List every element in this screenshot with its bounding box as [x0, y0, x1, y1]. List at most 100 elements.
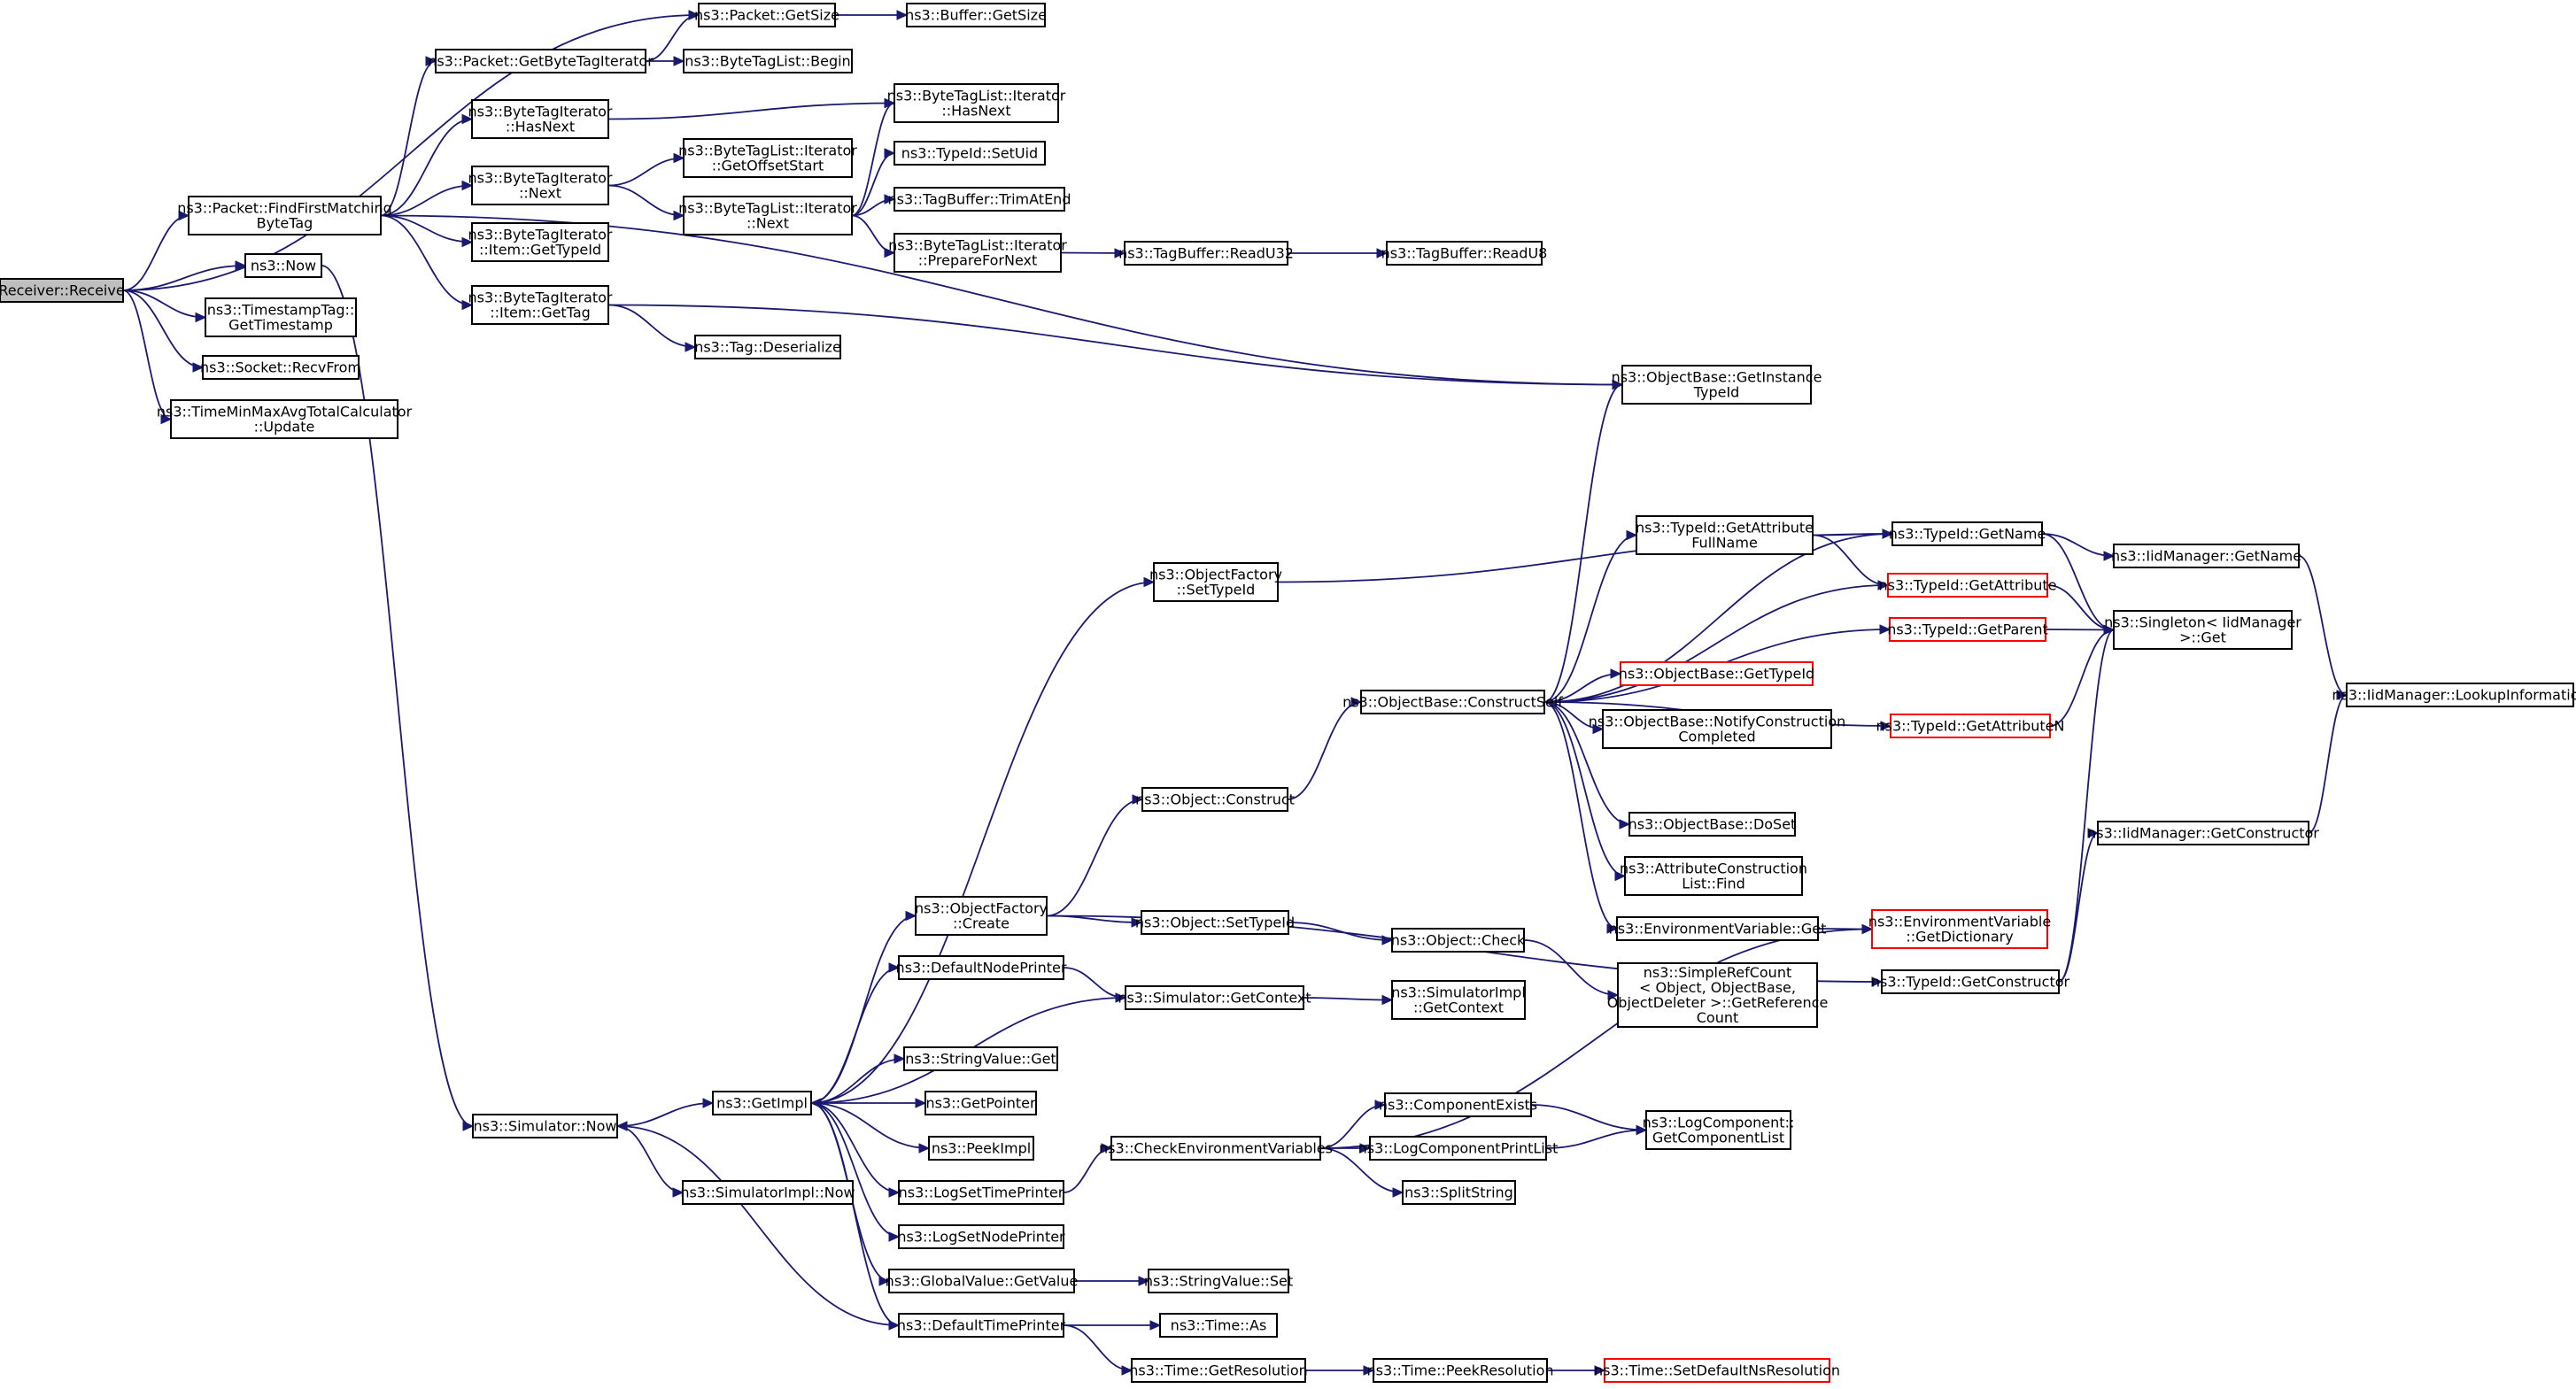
- node-box: [1636, 515, 1814, 555]
- edge-readu32-to-readu8: [1287, 248, 1389, 259]
- node-obj-construct[interactable]: ns3::Object::Construct: [1135, 787, 1295, 812]
- node-label: Completed: [1678, 729, 1755, 745]
- node-tmmatc[interactable]: ns3::TimeMinMaxAvgTotalCalculator::Updat…: [157, 399, 413, 439]
- node-box: [1141, 787, 1288, 812]
- node-btli-prepare[interactable]: ns3::ByteTagList::Iterator::PrepareForNe…: [888, 233, 1067, 273]
- node-iid-lookup[interactable]: ns3::IidManager::LookupInformation: [2332, 683, 2576, 707]
- node-typeid-getparent[interactable]: ns3::TypeId::GetParent: [1887, 617, 2048, 642]
- node-of-create[interactable]: ns3::ObjectFactory::Create: [915, 896, 1048, 936]
- node-bti-hasnext[interactable]: ns3::ByteTagIterator::HasNext: [468, 99, 613, 139]
- node-readu32[interactable]: ns3::TagBuffer::ReadU32: [1118, 241, 1294, 266]
- node-checkenv[interactable]: ns3::CheckEnvironmentVariables: [1099, 1136, 1333, 1161]
- node-buffer-getsize[interactable]: ns3::Buffer::GetSize: [905, 3, 1047, 27]
- node-stringvalue-get[interactable]: ns3::StringValue::Get: [903, 1046, 1058, 1071]
- node-btli-next[interactable]: ns3::ByteTagList::Iterator::Next: [678, 196, 857, 235]
- edge-line: [1543, 533, 1893, 703]
- node-logsettimeprinter[interactable]: ns3::LogSetTimePrinter: [898, 1180, 1064, 1205]
- node-bti-item-gettypeid[interactable]: ns3::ByteTagIterator::Item::GetTypeId: [468, 222, 613, 262]
- node-srefcount[interactable]: ns3::SimpleRefCount< Object, ObjectBase,…: [1607, 962, 1829, 1028]
- node-typeid-getname[interactable]: ns3::TypeId::GetName: [1889, 521, 2046, 546]
- node-label: ns3::TypeId::GetAttributeN: [1876, 718, 2065, 735]
- node-label: ObjectDeleter >::GetReference: [1607, 994, 1829, 1011]
- arrowhead: [178, 210, 190, 221]
- node-obj-check[interactable]: ns3::Object::Check: [1391, 928, 1526, 953]
- node-obj-settypeid[interactable]: ns3::Object::SetTypeId: [1135, 910, 1295, 935]
- node-label: ns3::Simulator::GetContext: [1118, 990, 1311, 1007]
- node-stringvalue-set[interactable]: ns3::StringValue::Set: [1144, 1269, 1293, 1293]
- node-box: [1620, 661, 1814, 686]
- node-getsize[interactable]: ns3::Packet::GetSize: [694, 3, 839, 27]
- node-compexists[interactable]: ns3::ComponentExists: [1379, 1092, 1537, 1117]
- arrowhead: [673, 210, 685, 221]
- arrowhead: [1376, 248, 1389, 259]
- node-label: ns3::Time::As: [1171, 1317, 1267, 1334]
- node-root[interactable]: Receiver::Receive: [0, 278, 125, 303]
- node-label: GetComponentList: [1652, 1130, 1784, 1146]
- node-getimpl[interactable]: ns3::GetImpl: [712, 1091, 812, 1115]
- node-logcomp-getlist[interactable]: ns3::LogComponent::GetComponentList: [1643, 1110, 1795, 1150]
- node-label: ns3::TimestampTag::: [207, 302, 355, 319]
- node-box: [1384, 1092, 1532, 1117]
- node-time-as[interactable]: ns3::Time::As: [1159, 1313, 1278, 1338]
- node-label: ns3::ByteTagList::Iterator: [678, 200, 857, 217]
- node-bti-next[interactable]: ns3::ByteTagIterator::Next: [468, 166, 613, 205]
- node-typeid-setuid[interactable]: ns3::TypeId::SetUid: [893, 141, 1046, 166]
- node-sim-now[interactable]: ns3::Simulator::Now: [472, 1114, 618, 1138]
- node-time-peekres[interactable]: ns3::Time::PeekResolution: [1366, 1358, 1554, 1383]
- node-typeid-getattrn[interactable]: ns3::TypeId::GetAttributeN: [1876, 714, 2065, 738]
- node-env-getdict[interactable]: ns3::EnvironmentVariable::GetDictionary: [1868, 909, 2051, 949]
- node-tag-deser[interactable]: ns3::Tag::Deserialize: [694, 335, 841, 359]
- node-env-get[interactable]: ns3::EnvironmentVariable::Get: [1609, 916, 1827, 941]
- node-splitstring[interactable]: ns3::SplitString: [1402, 1180, 1516, 1205]
- arrowhead: [1592, 723, 1605, 735]
- node-label: ::GetOffsetStart: [712, 158, 824, 174]
- node-getbytetagiter[interactable]: ns3::Packet::GetByteTagIterator: [428, 49, 654, 73]
- node-logsetnodeprinter[interactable]: ns3::LogSetNodePrinter: [897, 1224, 1065, 1249]
- node-singleton-get[interactable]: ns3::Singleton< IidManager>::Get: [2104, 610, 2301, 650]
- node-btli-getoffset[interactable]: ns3::ByteTagList::Iterator::GetOffsetSta…: [678, 138, 857, 178]
- node-socket-recvfrom[interactable]: ns3::Socket::RecvFrom: [200, 355, 361, 380]
- node-now[interactable]: ns3::Now: [244, 253, 322, 278]
- node-typeid-getconstructor[interactable]: ns3::TypeId::GetConstructor: [1871, 969, 2070, 994]
- node-ob-notify[interactable]: ns3::ObjectBase::NotifyConstructionCompl…: [1589, 709, 1845, 749]
- edge-ob-construct-to-typeid-getattrfull: [1543, 529, 1638, 703]
- node-ob-gettypeid[interactable]: ns3::ObjectBase::GetTypeId: [1619, 661, 1814, 686]
- edge-line: [122, 265, 246, 291]
- node-ob-construct[interactable]: ns3::ObjectBase::ConstructSelf: [1342, 690, 1563, 714]
- node-tsTag[interactable]: ns3::TimestampTag::GetTimestamp: [205, 297, 357, 337]
- node-deftimeprinter[interactable]: ns3::DefaultTimePrinter: [897, 1313, 1066, 1338]
- node-defnodeprinter[interactable]: ns3::DefaultNodePrinter: [896, 955, 1067, 980]
- node-iid-getconstructor[interactable]: ns3::IidManager::GetConstructor: [2087, 821, 2319, 845]
- node-peekimpl[interactable]: ns3::PeekImpl: [928, 1136, 1034, 1161]
- edge-line: [616, 1125, 900, 1326]
- node-iid-getname[interactable]: ns3::IidManager::GetName: [2111, 544, 2301, 568]
- node-sim-getcontext[interactable]: ns3::Simulator::GetContext: [1118, 985, 1311, 1010]
- edge-line: [607, 304, 1623, 386]
- node-label: ns3::Object::SetTypeId: [1135, 914, 1295, 931]
- edge-line: [2058, 629, 2115, 983]
- node-simimpl-getcontext[interactable]: ns3::SimulatorImpl::GetContext: [1391, 980, 1526, 1020]
- node-bytetaglist-begin[interactable]: ns3::ByteTagList::Begin: [683, 49, 853, 73]
- node-globalvalue-getvalue[interactable]: ns3::GlobalValue::GetValue: [886, 1269, 1079, 1293]
- node-ob-doset[interactable]: ns3::ObjectBase::DoSet: [1628, 812, 1797, 837]
- node-simimpl-now[interactable]: ns3::SimulatorImpl::Now: [680, 1180, 855, 1205]
- node-box: [906, 3, 1046, 27]
- node-btli-hasnext[interactable]: ns3::ByteTagList::Iterator::HasNext: [887, 83, 1066, 123]
- node-logcompprintlist[interactable]: ns3::LogComponentPrintList: [1358, 1136, 1559, 1161]
- node-label: Receiver::Receive: [0, 282, 125, 299]
- node-readu8[interactable]: ns3::TagBuffer::ReadU8: [1381, 241, 1548, 266]
- node-typeid-getattr[interactable]: ns3::TypeId::GetAttribute: [1878, 573, 2057, 598]
- node-getpointer[interactable]: ns3::GetPointer: [924, 1091, 1037, 1115]
- node-box: [1153, 562, 1279, 602]
- node-bti-item-gettag[interactable]: ns3::ByteTagIterator::Item::GetTag: [468, 285, 613, 325]
- node-tagbuffer-trim[interactable]: ns3::TagBuffer::TrimAtEnd: [888, 187, 1071, 212]
- node-of-settypeid[interactable]: ns3::ObjectFactory::SetTypeId: [1149, 562, 1282, 602]
- node-time-getres[interactable]: ns3::Time::GetResolution: [1129, 1358, 1308, 1383]
- arrowhead: [1877, 580, 1890, 590]
- node-time-setdefault[interactable]: ns3::Time::SetDefaultNsResolution: [1594, 1358, 1840, 1383]
- edge-line: [607, 304, 696, 348]
